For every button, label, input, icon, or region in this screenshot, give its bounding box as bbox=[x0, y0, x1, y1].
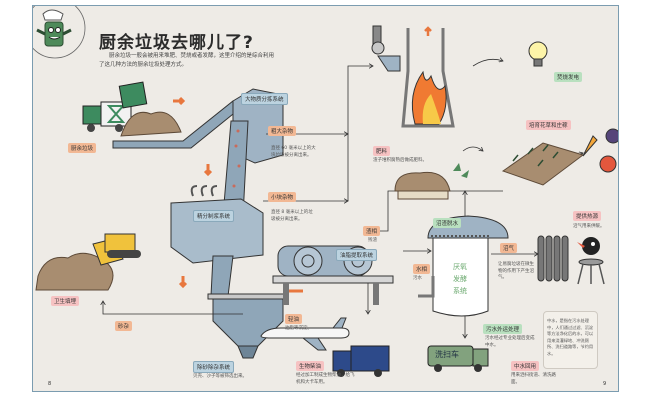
airplane-icon bbox=[260, 317, 350, 351]
label-kitchen-waste: 厨余垃圾 bbox=[68, 143, 97, 153]
radiator-icon bbox=[537, 235, 569, 282]
label-water-phase: 水相 bbox=[413, 264, 431, 274]
process-illustration bbox=[33, 6, 618, 377]
info-note-box: 中水，是指在污水处理中，人们通过过滤、沉淀等方法净化后的水，可以用来浇灌绿地、冲… bbox=[543, 311, 598, 369]
label-landfill: 卫生填埋 bbox=[51, 296, 80, 306]
label-small-debris: 小块杂物 bbox=[268, 192, 297, 202]
page-title: 厨余垃圾去哪儿了? bbox=[99, 33, 254, 53]
note-heat: 沼气用来供暖。 bbox=[573, 224, 605, 229]
label-light-oil: 轻油 bbox=[285, 314, 303, 324]
label-dewatering: 沼渣脱水 bbox=[433, 218, 462, 228]
label-heat: 提供热源 bbox=[573, 211, 602, 221]
label-sewage: 污水外运处理 bbox=[483, 324, 523, 334]
note-biodiesel: 经过加工制成生物柴油，给飞机和大卡车用。 bbox=[296, 373, 355, 385]
label-large-sorting: 大物质分拣系统 bbox=[241, 93, 288, 105]
note-small-debris: 直径 8 毫米以上的垃圾被分离出来。 bbox=[271, 210, 313, 222]
sweeper-truck-label: 洗扫车 bbox=[435, 350, 459, 359]
note-fertilizer: 渣子堆积腐熟后做成肥料。 bbox=[373, 158, 427, 163]
note-residue: 残渣 bbox=[368, 238, 377, 243]
note-coarse-debris: 直径 60 毫米以上的大块垃圾被分离出来。 bbox=[271, 146, 316, 158]
note-sewage: 污水经过专业处理后变成中水。 bbox=[485, 336, 535, 348]
cargo-truck-icon bbox=[332, 345, 390, 377]
label-sand-removal: 除砂除杂系统 bbox=[193, 361, 235, 373]
note-sand-removal: 贝壳、沙子等被筛选出来。 bbox=[193, 374, 247, 379]
note-water-phase: 污水 bbox=[413, 276, 422, 281]
tank-label-line: 厌氧 bbox=[453, 263, 467, 271]
label-biogas: 沼气 bbox=[500, 243, 518, 253]
label-residue: 渣相 bbox=[363, 226, 381, 236]
page-number-left: 8 bbox=[48, 381, 52, 387]
page-number-right: 9 bbox=[603, 381, 607, 387]
note-reclaimed: 用来洒扫街道、清洗路面。 bbox=[511, 373, 556, 385]
label-oil-extraction: 油脂提取系统 bbox=[336, 249, 378, 261]
compost-pile-icon bbox=[394, 163, 469, 200]
label-power: 焚烧发电 bbox=[554, 72, 583, 82]
garbage-truck-icon bbox=[82, 81, 148, 132]
intro-text: 厨余垃圾一般会被用来堆肥、焚烧或者发酵，这里介绍的是综合利用了这几种方法的厨余垃… bbox=[99, 53, 275, 68]
label-grow-crops: 培育花草和庄稼 bbox=[526, 120, 571, 130]
bird-character-icon bbox=[577, 237, 605, 285]
bulldozer-icon bbox=[35, 233, 141, 291]
book-spread: 厨余垃圾去哪儿了? 厨余垃圾一般会被用来堆肥、焚烧或者发酵，这里介绍的是综合利用… bbox=[32, 5, 619, 392]
note-biogas: 让易腐垃圾在微生物的作用下产生沼气。 bbox=[498, 262, 534, 280]
incinerator-icon bbox=[371, 25, 455, 128]
label-fine-sorting: 精分制浆系统 bbox=[193, 210, 235, 222]
vegetables-icon bbox=[582, 128, 618, 173]
tank-label: 厌氧 发酵 系统 bbox=[450, 261, 470, 297]
sweeper-truck-icon bbox=[427, 345, 489, 372]
label-coarse-debris: 粗大杂物 bbox=[268, 126, 297, 136]
label-biodiesel: 生物柴油 bbox=[296, 361, 325, 371]
light-bulb-icon bbox=[528, 41, 548, 67]
tank-label-line: 发酵 bbox=[453, 275, 467, 283]
mascot-icon bbox=[33, 6, 86, 59]
label-reclaimed: 中水回用 bbox=[511, 361, 540, 371]
tank-label-line: 系统 bbox=[453, 287, 467, 295]
crop-field-icon bbox=[501, 142, 585, 186]
note-light-oil: 油脂等沉淀。 bbox=[285, 326, 312, 331]
label-grit: 砂杂 bbox=[115, 321, 133, 331]
label-fertilizer: 肥料 bbox=[373, 146, 391, 156]
